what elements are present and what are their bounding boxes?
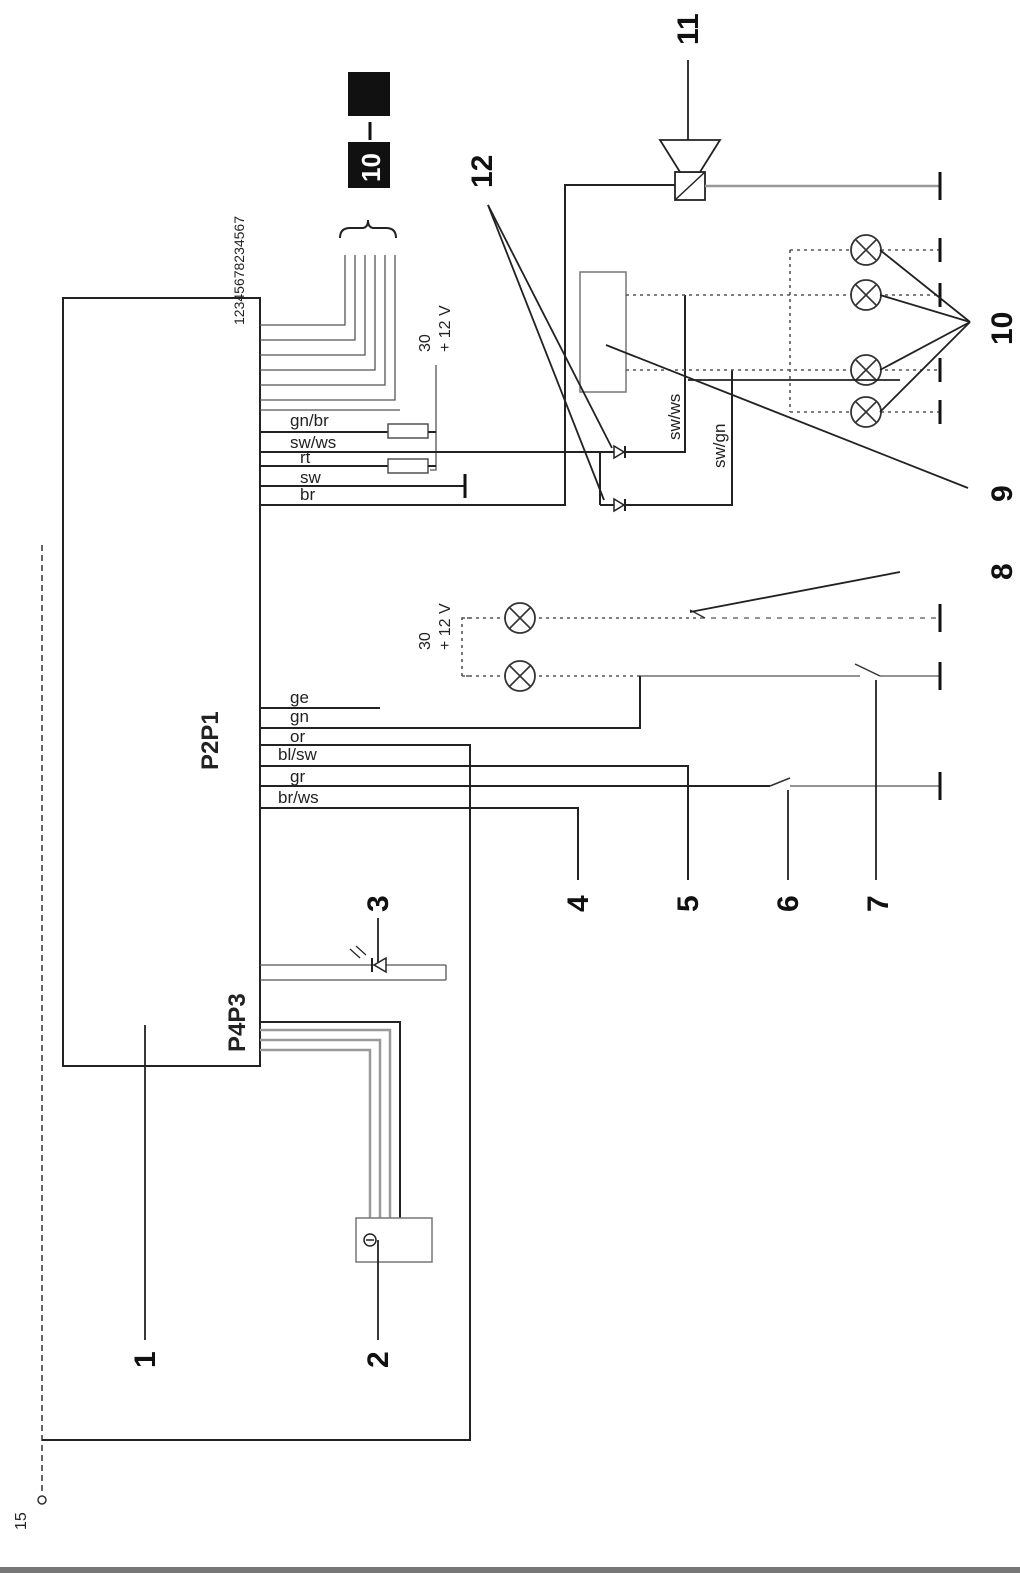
pin-number-row: 12345678234567 (231, 216, 247, 325)
wire-label-circuit-sw-gn: sw/gn (710, 424, 729, 468)
supply-lower: 30 + 12 V (417, 603, 470, 677)
wire-label-ge: ge (290, 688, 309, 707)
connector-badge: 10 (348, 72, 390, 188)
diodes: sw/ws sw/gn (599, 295, 733, 513)
wire-label-sw-ws: sw/ws (290, 433, 336, 452)
wire-label-or: or (290, 727, 305, 746)
wire-label-gr: gr (290, 767, 305, 786)
callout-8: 8 (986, 563, 1019, 580)
wire-label-gn-br: gn/br (290, 411, 329, 430)
wire-label-gn: gn (290, 707, 309, 726)
control-unit: P2P1 P4P3 12345678234567 (62, 216, 261, 1067)
wire-label-bl-sw: bl/sw (278, 745, 317, 764)
connector-bundle (260, 219, 397, 401)
callout-leaders (144, 60, 971, 1340)
callout-3: 3 (362, 895, 395, 912)
lamp-icon (850, 234, 882, 266)
ultrasonic-sensor (260, 1021, 433, 1263)
callout-6: 6 (772, 895, 805, 912)
supply-lower-voltage: + 12 V (437, 603, 454, 650)
terminal-15: 15 (13, 545, 471, 1530)
badge-label: 10 (356, 153, 386, 182)
callout-10: 10 (986, 312, 1019, 345)
led-sensor (260, 945, 447, 981)
horn (658, 139, 942, 201)
supply-lower-terminal: 30 (417, 632, 434, 650)
wires-lower-group: ge gn or bl/sw gr br/ws (260, 676, 942, 880)
wire-label-circuit-sw-ws: sw/ws (665, 394, 684, 440)
supply-upper-voltage: + 12 V (437, 305, 454, 352)
lamp-icon (504, 660, 536, 692)
port-p2p1-label: P2P1 (197, 711, 224, 770)
callout-2: 2 (362, 1351, 395, 1368)
terminal-15-label: 15 (13, 1512, 30, 1530)
supply-upper: 30 + 12 V (417, 305, 454, 471)
footer-bar (0, 1567, 1020, 1573)
callout-9: 9 (986, 485, 1019, 502)
callout-11: 11 (672, 13, 705, 45)
wire-label-br: br (300, 485, 315, 504)
lamp-group-lower (462, 602, 942, 692)
callout-12: 12 (466, 155, 499, 188)
callout-numbers: 1 2 3 4 5 6 7 8 9 10 11 12 (129, 13, 1019, 1368)
lamp-icon (850, 279, 882, 311)
callout-1: 1 (129, 1351, 162, 1368)
callout-4: 4 (562, 895, 595, 912)
callout-5: 5 (672, 895, 705, 912)
wire-label-sw: sw (300, 468, 322, 487)
wire-label-rt: rt (300, 448, 311, 467)
wire-label-br-ws: br/ws (278, 788, 319, 807)
relay-unit (579, 249, 940, 413)
wires-upper-group: gn/br sw/ws rt sw br (260, 184, 675, 506)
lamp-icon (504, 602, 536, 634)
callout-7: 7 (862, 895, 895, 912)
lamp-group-upper (850, 234, 942, 428)
lamp-icon (850, 396, 882, 428)
port-p4p3-label: P4P3 (224, 993, 251, 1052)
supply-upper-terminal: 30 (417, 334, 434, 352)
